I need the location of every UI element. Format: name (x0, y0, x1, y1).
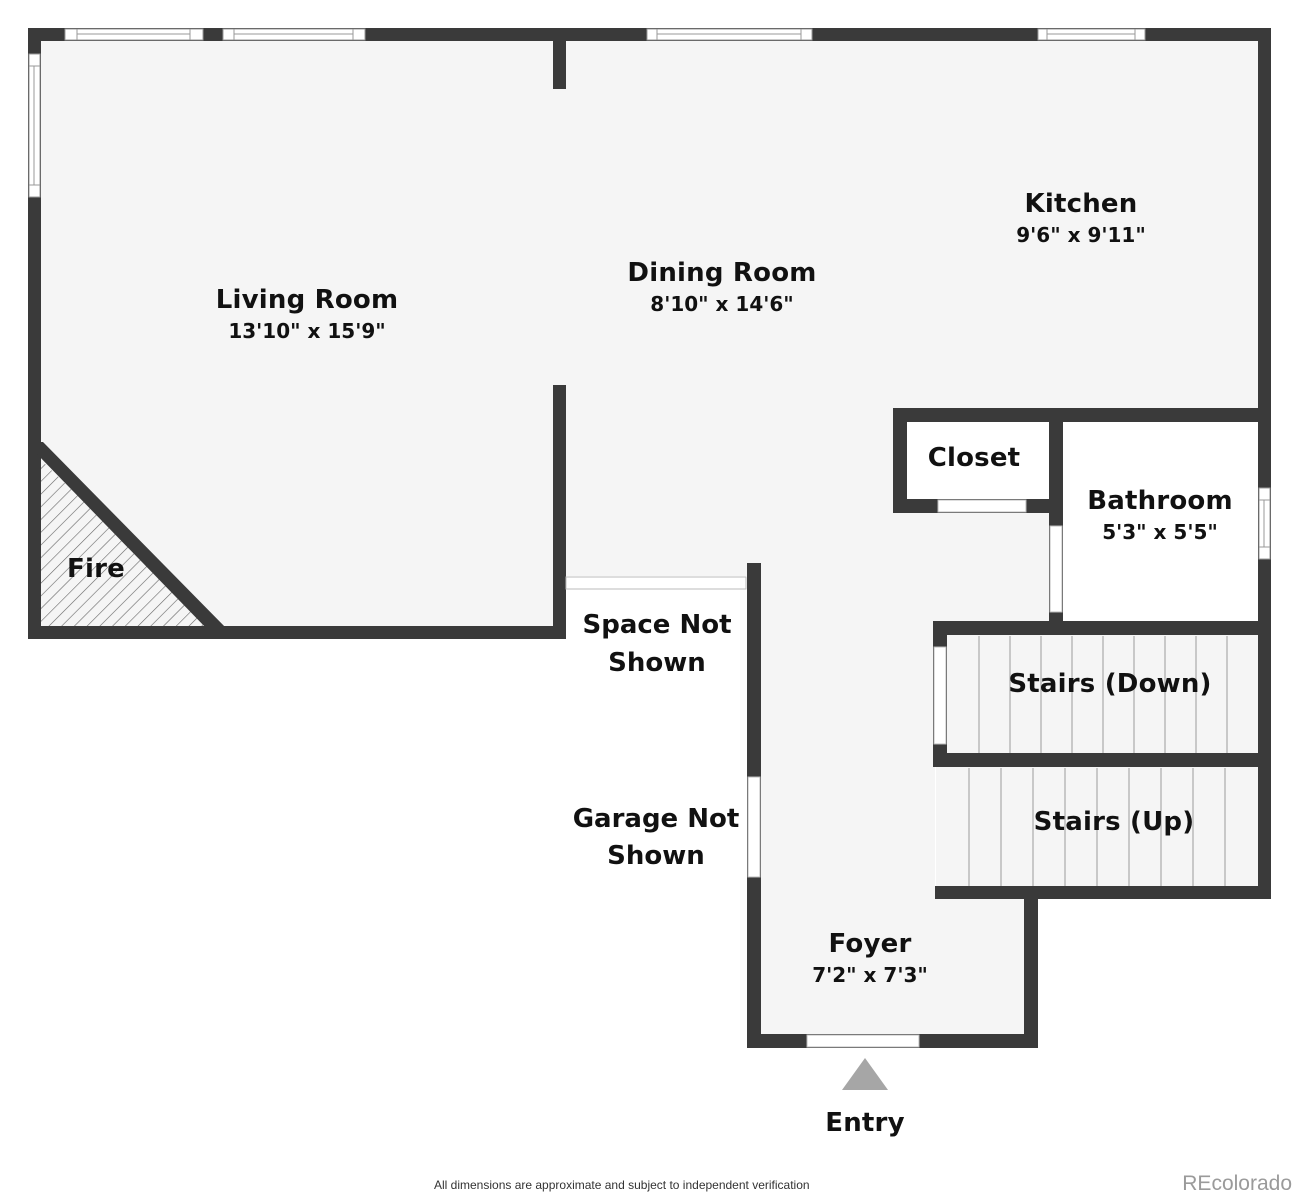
wall-partition-top (553, 28, 566, 89)
room-dimensions: 13'10" x 15'9" (228, 318, 386, 343)
room-dimensions: 9'6" x 9'11" (1016, 222, 1146, 247)
note-line: Space Not (582, 610, 732, 640)
room-living-room: Living Room 13'10" x 15'9" (215, 285, 399, 343)
opening-stairs-down (933, 646, 947, 745)
door-openings (565, 499, 1063, 1048)
entry-arrow-icon (842, 1058, 888, 1090)
window-top-1 (64, 28, 204, 41)
note-line: Shown (608, 648, 706, 678)
wall-bath-bottom (935, 621, 1271, 635)
window-top-3 (646, 28, 813, 41)
windows (28, 28, 1271, 560)
room-name: Kitchen (1024, 189, 1138, 219)
room-dimensions: 5'3" x 5'5" (1102, 519, 1218, 544)
note-line: Shown (607, 841, 705, 871)
wall-stairs-bottom (935, 886, 1271, 899)
opening-garage (747, 776, 761, 878)
room-stairs-down: Stairs (Down) (1008, 669, 1212, 700)
room-stairs-up: Stairs (Up) (1033, 807, 1195, 838)
room-dining-room: Dining Room 8'10" x 14'6" (627, 258, 817, 316)
wall-kitchen-bottom (893, 408, 1271, 422)
window-left (28, 53, 41, 198)
room-name: Closet (927, 443, 1021, 473)
brand-logo: REcolorado (1182, 1172, 1292, 1195)
room-dimensions: 7'2" x 7'3" (812, 962, 928, 987)
entry-label: Entry (825, 1108, 905, 1138)
room-name: Living Room (215, 285, 399, 315)
room-name: Foyer (828, 929, 912, 959)
room-kitchen: Kitchen 9'6" x 9'11" (1016, 189, 1146, 247)
room-name: Bathroom (1087, 486, 1233, 516)
room-closet: Closet (927, 443, 1021, 474)
floor-areas (40, 40, 1258, 1035)
main-floor-area (40, 40, 1258, 1035)
window-top-2 (222, 28, 366, 41)
window-bathroom (1258, 487, 1271, 560)
note-garage-not-shown: Garage Not Shown (573, 801, 740, 875)
opening-bathroom (1049, 525, 1063, 613)
wall-stairs-divider (933, 753, 1271, 767)
disclaimer: All dimensions are approximate and subje… (434, 1178, 810, 1192)
fireplace (35, 442, 228, 630)
room-name: Fire (67, 554, 125, 584)
note-line: Garage Not (572, 804, 740, 834)
fireplace-border (35, 442, 228, 630)
room-name: Stairs (Down) (1008, 669, 1212, 699)
room-foyer: Foyer 7'2" x 7'3" (812, 929, 928, 987)
wall-closet-left (893, 408, 907, 513)
wall-living-bottom (28, 626, 566, 639)
note-space-not-shown: Space Not Shown (582, 606, 731, 682)
room-dimensions: 8'10" x 14'6" (650, 291, 794, 316)
room-name: Stairs (Up) (1033, 807, 1195, 837)
room-bathroom: Bathroom 5'3" x 5'5" (1087, 486, 1233, 544)
opening-entry-door (806, 1034, 920, 1048)
wall-partition-bottom (553, 385, 566, 639)
opening-space-not-shown (565, 576, 747, 590)
wall-foyer-right (1024, 886, 1038, 1048)
wall-right (1258, 28, 1271, 899)
window-top-4 (1037, 28, 1146, 41)
stairs-down-treads (947, 635, 1258, 753)
opening-closet (937, 499, 1027, 513)
room-name: Dining Room (627, 258, 817, 288)
fireplace-label: Fire (67, 554, 125, 585)
stairs-up-treads (936, 767, 1258, 886)
